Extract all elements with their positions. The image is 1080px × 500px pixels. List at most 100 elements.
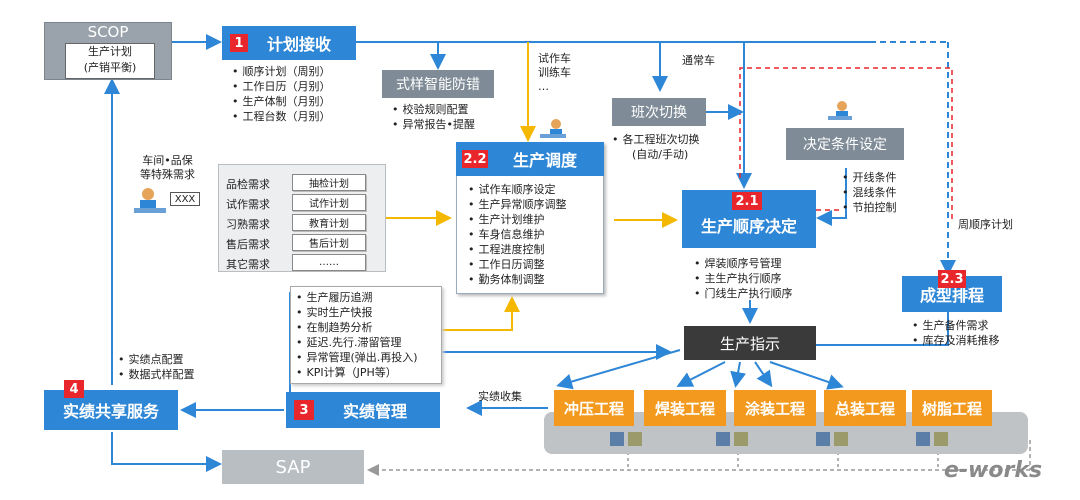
process-painting: 涂装工程 xyxy=(734,390,816,426)
special-line1: 车间•品保 xyxy=(142,154,193,167)
list-item: 开线条件 xyxy=(842,170,897,185)
request-label: 试作需求 xyxy=(226,198,270,211)
prod-instruct-label: 生产指示 xyxy=(719,334,780,353)
shift-switch-box: 班次切换 xyxy=(612,98,706,126)
request-label: 习熟需求 xyxy=(226,218,270,231)
request-box: 试作计划 xyxy=(292,194,366,211)
list-item: 数据式样配置 xyxy=(118,367,195,382)
list-item: 生产体制（月别） xyxy=(232,94,331,109)
trial-line2: 训练车 xyxy=(538,66,571,79)
trial-line1: 试作车 xyxy=(538,52,571,65)
perf-collect-label: 实绩收集 xyxy=(478,390,522,403)
shift-switch-list: 各工程班次切换 xyxy=(612,132,700,147)
eworks-logo: e-works xyxy=(944,458,1043,483)
list-item: 勤务体制调整 xyxy=(468,272,567,287)
process-label: 树脂工程 xyxy=(921,399,982,418)
sap-label: SAP xyxy=(275,456,311,478)
functions-list: 生产履历追溯 实时生产快报 在制趋势分析 延迟.先行.滞留管理 异常管理(弹出.… xyxy=(296,290,418,380)
list-item: 工程台数（月别） xyxy=(232,109,331,124)
forming-label: 成型排程 xyxy=(919,286,984,305)
anti-error-list: 校验规则配置 异常报告•提醒 xyxy=(392,102,476,132)
list-item: 工作日历（月别） xyxy=(232,79,331,94)
list-item: 生产异常顺序调整 xyxy=(468,197,567,212)
list-item: 车身信息维护 xyxy=(468,227,567,242)
list-item: 异常报告•提醒 xyxy=(392,117,476,132)
forming-badge: 2.3 xyxy=(938,270,966,288)
list-item: 实时生产快报 xyxy=(296,305,418,320)
machine-icon xyxy=(610,432,624,446)
request-box: 售后计划 xyxy=(292,234,366,251)
process-welding: 焊装工程 xyxy=(644,390,726,426)
list-item: 试作车顺序设定 xyxy=(468,182,567,197)
list-item: 顺序计划（周别） xyxy=(232,64,331,79)
forming-list: 生产备件需求 库存及消耗推移 xyxy=(912,318,1000,348)
anti-error-box: 式样智能防错 xyxy=(382,70,494,98)
trial-line3: … xyxy=(538,80,549,93)
scop-box: SCOP 生产计划 (产销平衡) xyxy=(44,22,172,80)
process-label: 涂装工程 xyxy=(744,399,805,418)
share-config-list: 实绩点配置 数据式样配置 xyxy=(118,352,195,382)
request-box: …… xyxy=(292,254,366,271)
process-label: 总装工程 xyxy=(834,399,895,418)
list-item: 各工程班次切换 xyxy=(612,132,700,147)
list-item: 异常管理(弹出.再投入) xyxy=(296,350,418,365)
list-item: 在制趋势分析 xyxy=(296,320,418,335)
list-item: 实绩点配置 xyxy=(118,352,195,367)
process-stamping: 冲压工程 xyxy=(554,390,634,426)
scanner-icon xyxy=(734,432,748,446)
machine-icon xyxy=(716,432,730,446)
scop-inner: 生产计划 (产销平衡) xyxy=(65,43,155,79)
plan-receive-list: 顺序计划（周别） 工作日历（月别） 生产体制（月别） 工程台数（月别） xyxy=(232,64,331,124)
person-with-document-icon xyxy=(134,186,168,216)
anti-error-label: 式样智能防错 xyxy=(396,77,480,93)
perf-manage-label: 实绩管理 xyxy=(342,402,407,421)
prod-dispatch-label: 生产调度 xyxy=(512,151,577,170)
list-item: 节拍控制 xyxy=(842,200,897,215)
xxx-document: XXX xyxy=(170,192,200,206)
special-demand: 车间•品保 等特殊需求 xyxy=(140,154,195,182)
scanner-icon xyxy=(934,432,948,446)
scop-line2: (产销平衡) xyxy=(83,61,137,74)
process-label: 冲压工程 xyxy=(563,399,624,418)
weekly-plan-label: 周顺序计划 xyxy=(958,218,1013,231)
process-assembly: 总装工程 xyxy=(824,390,906,426)
process-label: 焊装工程 xyxy=(654,399,715,418)
seq-decide-label: 生产顺序决定 xyxy=(700,217,797,236)
forming-box: 成型排程 xyxy=(902,276,1002,312)
request-label: 其它需求 xyxy=(226,258,270,271)
process-resin: 树脂工程 xyxy=(912,390,992,426)
plan-receive-label: 计划接收 xyxy=(266,35,331,54)
list-item: 门线生产执行顺序 xyxy=(694,286,793,301)
list-item: 生产计划维护 xyxy=(468,212,567,227)
request-box: 抽检计划 xyxy=(292,174,366,191)
share-service-badge: 4 xyxy=(64,380,84,398)
list-item: KPI计算（JPH等） xyxy=(296,365,418,380)
decide-cond-label: 决定条件设定 xyxy=(803,137,887,153)
list-item: 库存及消耗推移 xyxy=(912,333,1000,348)
list-item: 工作日历调整 xyxy=(468,257,567,272)
scop-line1: 生产计划 xyxy=(88,45,132,58)
list-item: 生产履历追溯 xyxy=(296,290,418,305)
request-label: 售后需求 xyxy=(226,238,270,251)
special-line2: 等特殊需求 xyxy=(140,168,195,181)
request-label: 品检需求 xyxy=(226,178,270,191)
normal-car-label: 通常车 xyxy=(682,54,715,67)
seq-decide-list: 焊装顺序号管理 主生产执行顺序 门线生产执行顺序 xyxy=(694,256,793,301)
list-item: 混线条件 xyxy=(842,185,897,200)
sap-box: SAP xyxy=(222,450,364,484)
request-box: 教育计划 xyxy=(292,214,366,231)
trial-note: 试作车 训练车 … xyxy=(538,52,571,94)
seq-decide-badge: 2.1 xyxy=(732,192,762,210)
decide-cond-box: 决定条件设定 xyxy=(786,128,904,160)
list-item: 主生产执行顺序 xyxy=(694,271,793,286)
prod-instruct-box: 生产指示 xyxy=(684,326,816,360)
scanner-icon xyxy=(628,432,642,446)
shift-switch-label: 班次切换 xyxy=(631,105,687,121)
perf-manage-badge: 3 xyxy=(294,400,314,420)
prod-dispatch-list: 试作车顺序设定 生产异常顺序调整 生产计划维护 车身信息维护 工程进度控制 工作… xyxy=(468,182,567,287)
person-icon-cond xyxy=(826,100,854,124)
list-item: 生产备件需求 xyxy=(912,318,1000,333)
person-at-desk-icon xyxy=(538,118,568,142)
decide-cond-list: 开线条件 混线条件 节拍控制 xyxy=(842,170,897,215)
machine-icon xyxy=(916,432,930,446)
